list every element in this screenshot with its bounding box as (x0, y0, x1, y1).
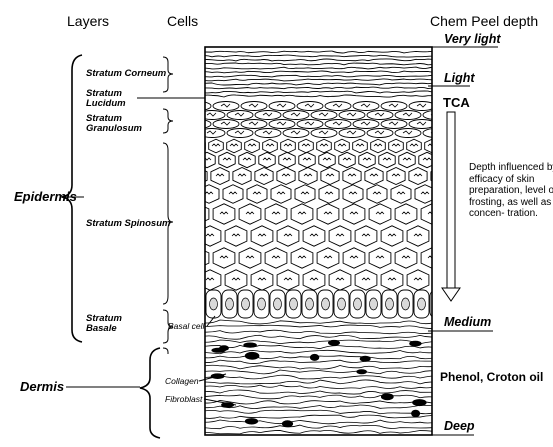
depth-tca: TCA (443, 95, 470, 110)
header-layers: Layers (67, 13, 110, 29)
depth-arrow (441, 111, 461, 302)
brace-stratum-corneum (162, 56, 174, 93)
label-stratum-granulosum-2: Granulosum (86, 123, 142, 134)
depth-note: Depth influenced by efficacy of skin pre… (469, 162, 553, 219)
brace-epidermis (61, 54, 83, 343)
depth-deep: Deep (444, 419, 475, 433)
tissue-layers (205, 50, 432, 435)
depth-phenol-croton-oil: Phenol, Croton oil (440, 370, 544, 384)
header-cells: Cells (167, 13, 199, 29)
label-stratum-spinosum: Stratum Spinosum (86, 218, 171, 229)
label-stratum-basale-2: Basale (86, 323, 117, 334)
layer-braces (162, 56, 174, 354)
brace-basale-tick (162, 347, 169, 354)
brace-stratum-granulosum (162, 108, 174, 134)
large-braces (61, 54, 161, 439)
label-epidermis: Epidermis (14, 189, 77, 204)
label-stratum-basale-1: Stratum (86, 313, 122, 324)
label-basal-cell: Basal cell (168, 321, 205, 331)
depth-underlines (428, 46, 498, 436)
depth-very-light: Very light (444, 32, 501, 46)
brace-dermis (139, 347, 161, 439)
brace-stratum-spinosum (162, 142, 174, 305)
tissue-box (204, 46, 433, 436)
label-stratum-lucidum-1: Stratum (86, 88, 122, 99)
label-dermis: Dermis (20, 379, 65, 394)
leader-lines (60, 97, 237, 406)
depth-medium: Medium (444, 315, 492, 329)
brace-stratum-basale (162, 309, 174, 344)
label-fibroblast: Fibroblast (165, 394, 203, 404)
label-stratum-lucidum-2: Lucidum (86, 98, 126, 109)
label-stratum-corneum: Stratum Corneum (86, 68, 167, 79)
depth-light: Light (444, 71, 475, 85)
header-peel-depth: Chem Peel depth (430, 13, 539, 29)
label-collagen: Collagen (165, 376, 199, 386)
label-stratum-granulosum-1: Stratum (86, 113, 122, 124)
